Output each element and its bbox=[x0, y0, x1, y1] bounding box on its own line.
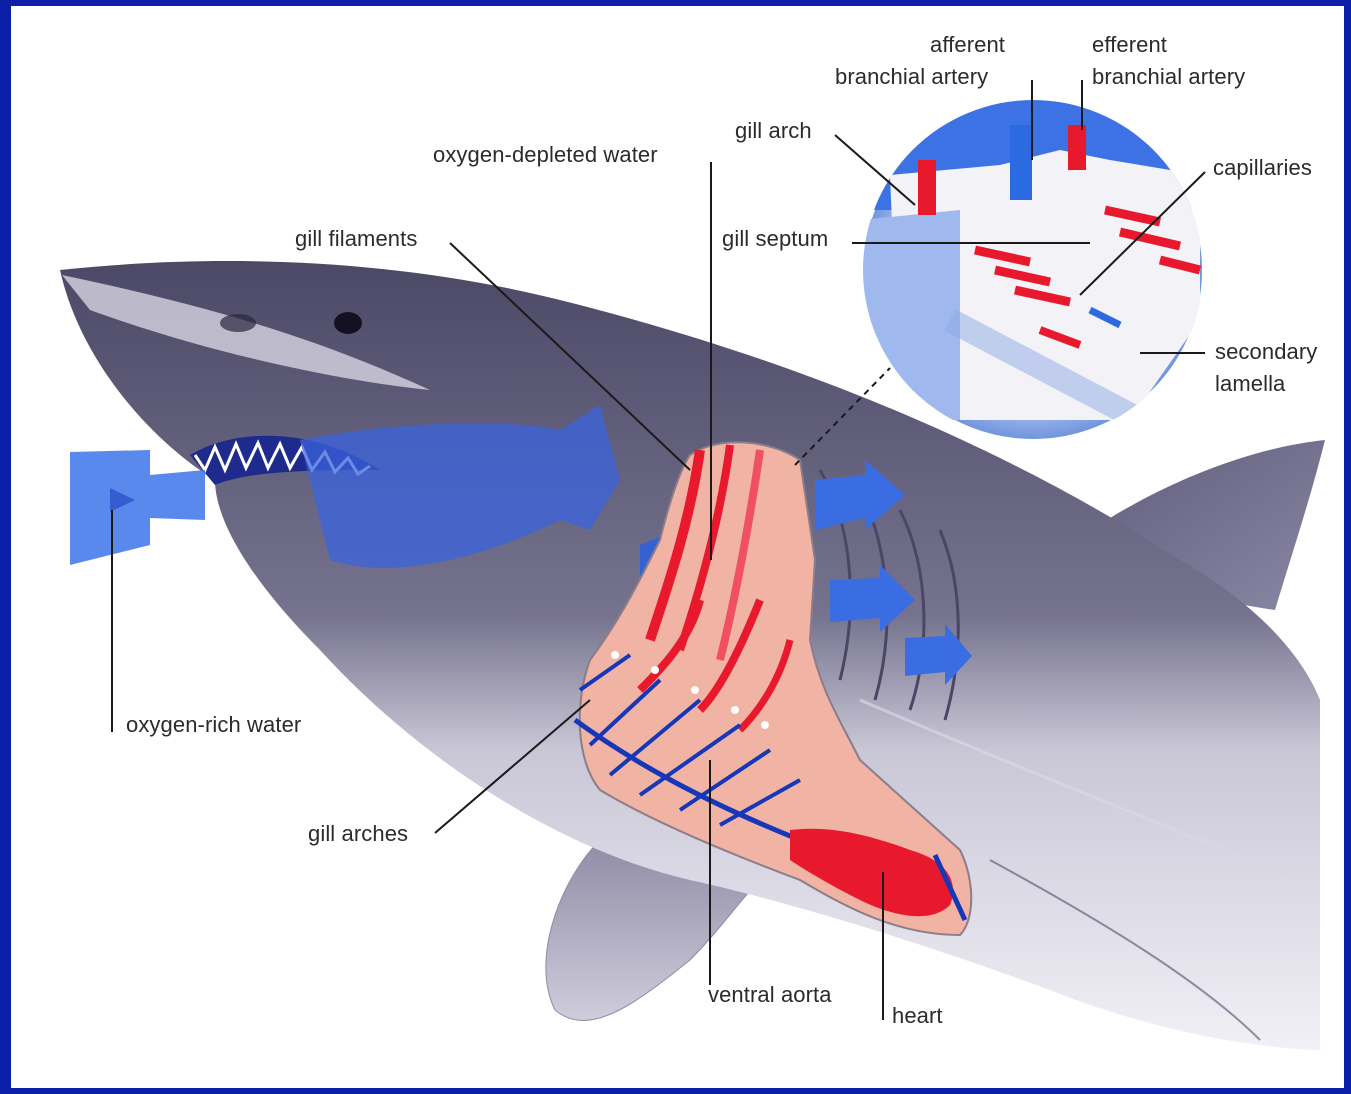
label-oxygen-depleted-water: oxygen-depleted water bbox=[433, 142, 658, 167]
magnified-inset bbox=[860, 100, 1210, 440]
label-gill-septum: gill septum bbox=[722, 226, 828, 251]
label-secondary-line1: secondary bbox=[1215, 339, 1317, 364]
label-gill-arch: gill arch bbox=[735, 118, 812, 143]
label-gill-filaments: gill filaments bbox=[295, 226, 417, 251]
label-gill-arches: gill arches bbox=[308, 821, 408, 846]
label-afferent-line2: branchial artery bbox=[835, 64, 988, 89]
label-efferent-line2: branchial artery bbox=[1092, 64, 1245, 89]
label-capillaries: capillaries bbox=[1213, 155, 1312, 180]
label-heart: heart bbox=[892, 1003, 943, 1028]
label-efferent-line1: efferent bbox=[1092, 32, 1167, 57]
label-secondary-line2: lamella bbox=[1215, 371, 1286, 396]
label-oxygen-rich-water: oxygen-rich water bbox=[126, 712, 301, 737]
label-afferent-line1: afferent bbox=[930, 32, 1005, 57]
label-ventral-aorta: ventral aorta bbox=[708, 982, 832, 1007]
